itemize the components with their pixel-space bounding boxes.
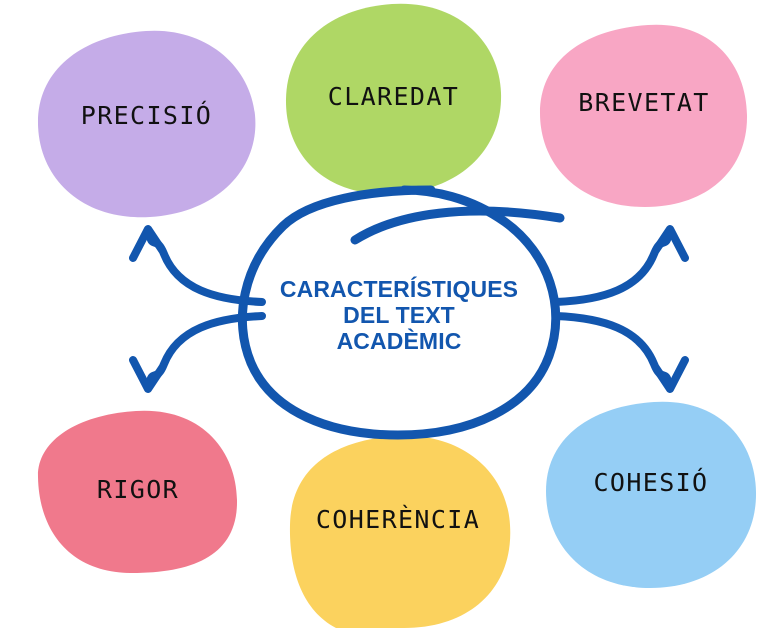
bubble-cohesio[interactable] [546, 401, 757, 588]
connector-cohesio-shaft [552, 312, 673, 390]
bubble-label-coherencia: COHERÈNCIA [315, 505, 481, 534]
bubble-coherencia[interactable] [289, 435, 511, 628]
center-node-line-2: DEL TEXT [343, 302, 455, 329]
connector-brevetat-shaft [552, 228, 673, 306]
center-node-line-1: CARACTERÍSTIQUES [279, 276, 519, 302]
bubble-label-precisio: PRECISIÓ [80, 101, 213, 130]
center-ellipse-outline [237, 185, 561, 440]
bubble-rigor[interactable] [37, 410, 238, 573]
bubble-label-cohesio: COHESIÓ [593, 468, 709, 497]
bubble-precisio[interactable] [37, 30, 256, 218]
connector-rigor-head [129, 356, 166, 393]
bubble-label-claredat: CLAREDAT [327, 82, 460, 111]
bubble-label-rigor: RIGOR [96, 475, 180, 504]
center-node-label: CARACTERÍSTIQUES DEL TEXT ACADÈMIC [254, 276, 544, 355]
connector-precisio-head [129, 225, 166, 262]
bubble-label-brevetat: BREVETAT [578, 88, 710, 117]
bubble-claredat[interactable] [285, 3, 502, 195]
center-ellipse-crossing-stroke [350, 206, 565, 245]
bubble-brevetat[interactable] [540, 24, 748, 208]
center-node-line-3: ACADÈMIC [336, 328, 462, 355]
connector-brevetat-head [652, 225, 689, 262]
connector-cohesio-head [652, 356, 689, 393]
